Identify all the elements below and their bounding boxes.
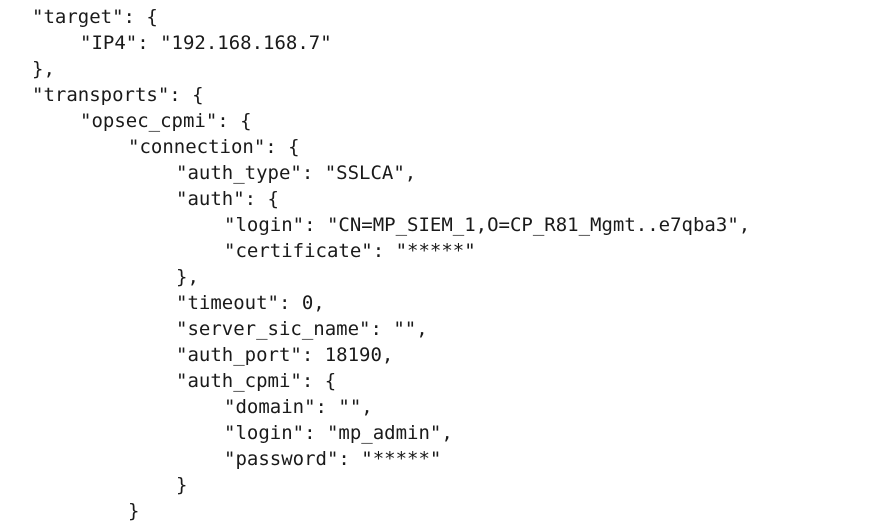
code-line-transports-open: "transports": { (32, 84, 204, 106)
code-line-target-open: "target": { (32, 6, 158, 28)
code-line-auth-port: "auth_port": 18190, (176, 344, 394, 366)
code-line-domain: "domain": "", (224, 396, 373, 418)
code-line-cpmi-login: "login": "mp_admin", (224, 422, 453, 444)
code-line-auth-cpmi-close: } (176, 474, 188, 496)
code-line-target-close: }, (32, 58, 55, 80)
code-line-auth-open: "auth": { (176, 188, 279, 210)
code-line-connection-close: } (128, 500, 140, 522)
code-line-password: "password": "*****" (224, 448, 442, 470)
code-line-timeout: "timeout": 0, (176, 292, 325, 314)
code-line-auth-close: }, (176, 266, 199, 288)
code-line-server-sic-name: "server_sic_name": "", (176, 318, 428, 340)
code-line-certificate: "certificate": "*****" (224, 240, 476, 262)
code-line-opsec-cpmi-open: "opsec_cpmi": { (80, 110, 252, 132)
code-line-auth-cpmi-open: "auth_cpmi": { (176, 370, 337, 392)
json-code-view: "target": { "IP4": "192.168.168.7" }, "t… (0, 4, 893, 529)
code-line-ip4: "IP4": "192.168.168.7" (80, 32, 332, 54)
code-line-connection-open: "connection": { (128, 136, 300, 158)
code-line-auth-type: "auth_type": "SSLCA", (176, 162, 417, 184)
code-line-auth-login: "login": "CN=MP_SIEM_1,O=CP_R81_Mgmt..e7… (224, 214, 751, 236)
